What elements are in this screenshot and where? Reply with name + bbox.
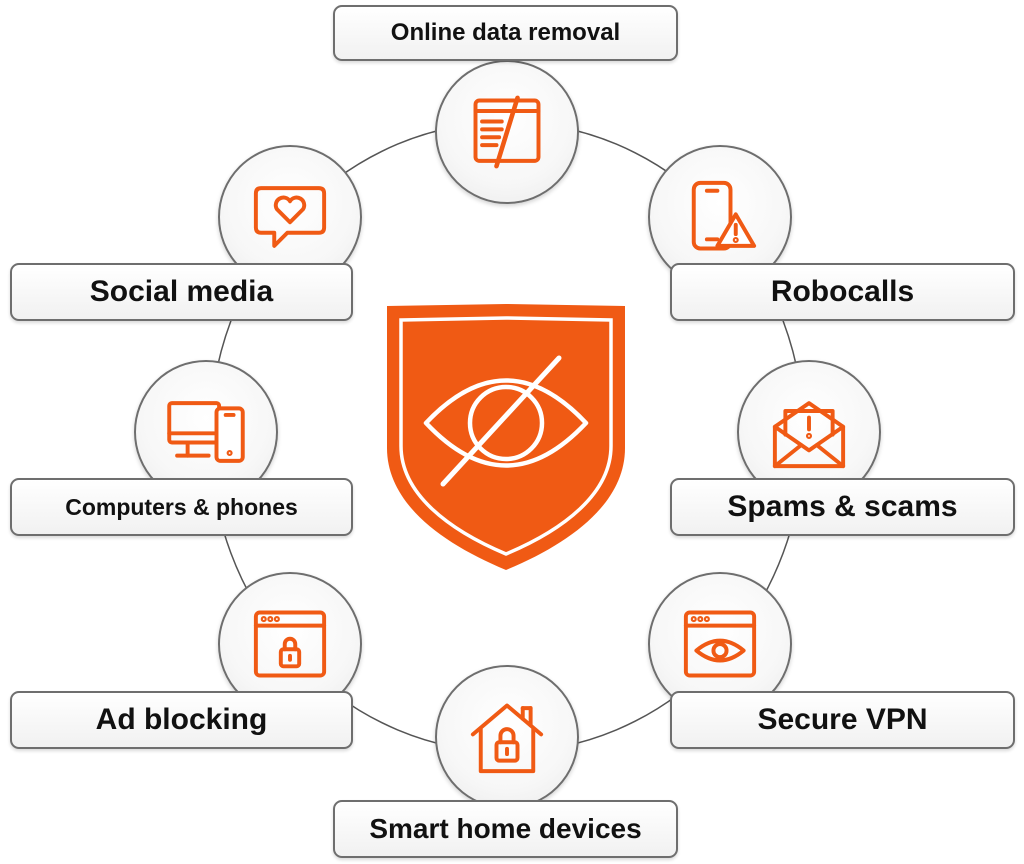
smart-home-devices-node[interactable] [435,665,579,809]
computer-phone-icon [167,401,245,463]
smart-home-devices-label[interactable]: Smart home devices [333,800,678,858]
web-page-strike-icon [473,95,541,169]
envelope-alert-icon [772,401,846,469]
heart-chat-icon [253,186,327,248]
house-lock-icon [470,703,544,774]
computers-phones-label[interactable]: Computers & phones [10,478,353,536]
phone-warning-icon [691,180,757,251]
spams-scams-label[interactable]: Spams & scams [670,478,1015,536]
browser-lock-icon [253,610,327,678]
social-media-label[interactable]: Social media [10,263,353,321]
ad-blocking-label[interactable]: Ad blocking [10,691,353,749]
browser-eye-icon [683,610,757,678]
online-data-removal-node[interactable] [435,60,579,204]
privacy-shield-icon [387,304,625,570]
online-data-removal-label[interactable]: Online data removal [333,5,678,61]
robocalls-label[interactable]: Robocalls [670,263,1015,321]
secure-vpn-label[interactable]: Secure VPN [670,691,1015,749]
